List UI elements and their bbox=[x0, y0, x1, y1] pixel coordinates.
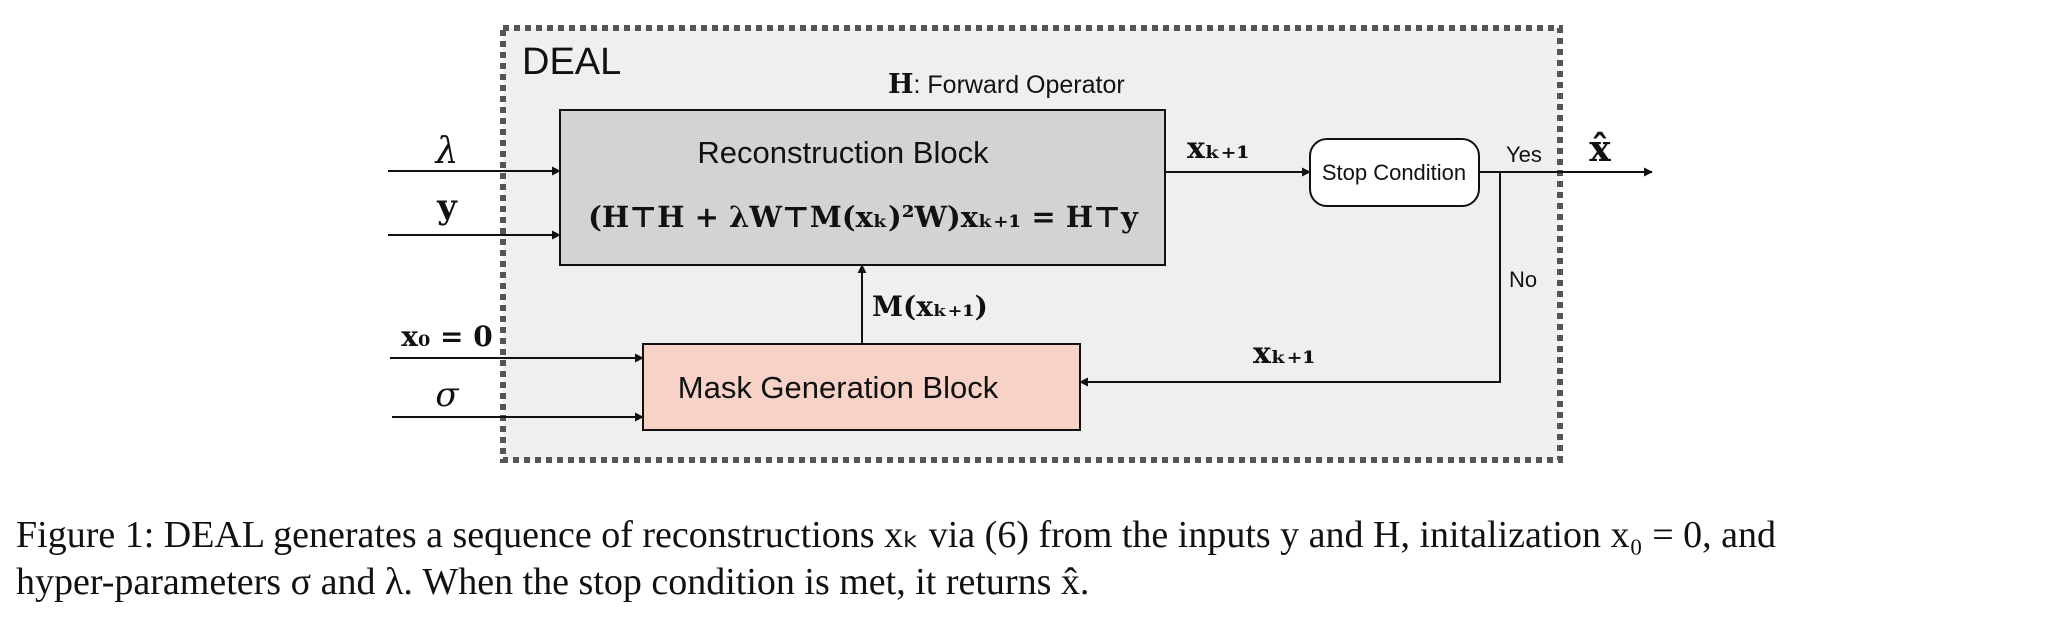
x0-label: x₀ = 0 bbox=[401, 320, 492, 353]
caption-line-2: hyper-parameters σ and λ. When the stop … bbox=[16, 561, 1090, 603]
output-arrow: Yes x̂ bbox=[1479, 128, 1653, 177]
input-y: y bbox=[388, 187, 561, 240]
reconstruction-block bbox=[559, 109, 1166, 266]
input-x0: x₀ = 0 bbox=[390, 320, 644, 363]
reconstruction-to-stop-arrow: xₖ₊₁ bbox=[1165, 131, 1311, 177]
no-label: No bbox=[1509, 267, 1537, 292]
input-lambda: λ bbox=[388, 131, 561, 176]
y-label: y bbox=[436, 187, 458, 227]
lambda-label: λ bbox=[434, 131, 459, 172]
mask-generation-block bbox=[642, 343, 1081, 431]
yes-label: Yes bbox=[1506, 142, 1542, 167]
output-xhat-label: x̂ bbox=[1589, 128, 1611, 170]
forward-operator-label: H: Forward Operator bbox=[888, 69, 1125, 100]
reconstruction-block-title: Reconstruction Block bbox=[697, 135, 989, 170]
recon-output-label: xₖ₊₁ bbox=[1187, 131, 1250, 166]
deal-title: DEAL bbox=[522, 41, 621, 83]
figure-caption: Figure 1: DEAL generates a sequence of r… bbox=[16, 512, 2046, 606]
mask-to-reconstruction-arrow: M(xₖ₊₁) bbox=[857, 264, 988, 344]
caption-line-1: Figure 1: DEAL generates a sequence of r… bbox=[16, 514, 1777, 556]
feedback-arrow: No xₖ₊₁ bbox=[1079, 172, 1537, 387]
mask-output-label: M(xₖ₊₁) bbox=[872, 290, 988, 323]
reconstruction-equation: (H⊤H + λW⊤M(xₖ)²W)xₖ₊₁ = H⊤y bbox=[588, 200, 1139, 234]
mask-generation-block-title: Mask Generation Block bbox=[678, 370, 999, 405]
stop-condition-label: Stop Condition bbox=[1322, 160, 1466, 185]
sigma-label: σ bbox=[435, 375, 459, 415]
feedback-label: xₖ₊₁ bbox=[1253, 336, 1316, 371]
input-sigma: σ bbox=[392, 375, 644, 422]
